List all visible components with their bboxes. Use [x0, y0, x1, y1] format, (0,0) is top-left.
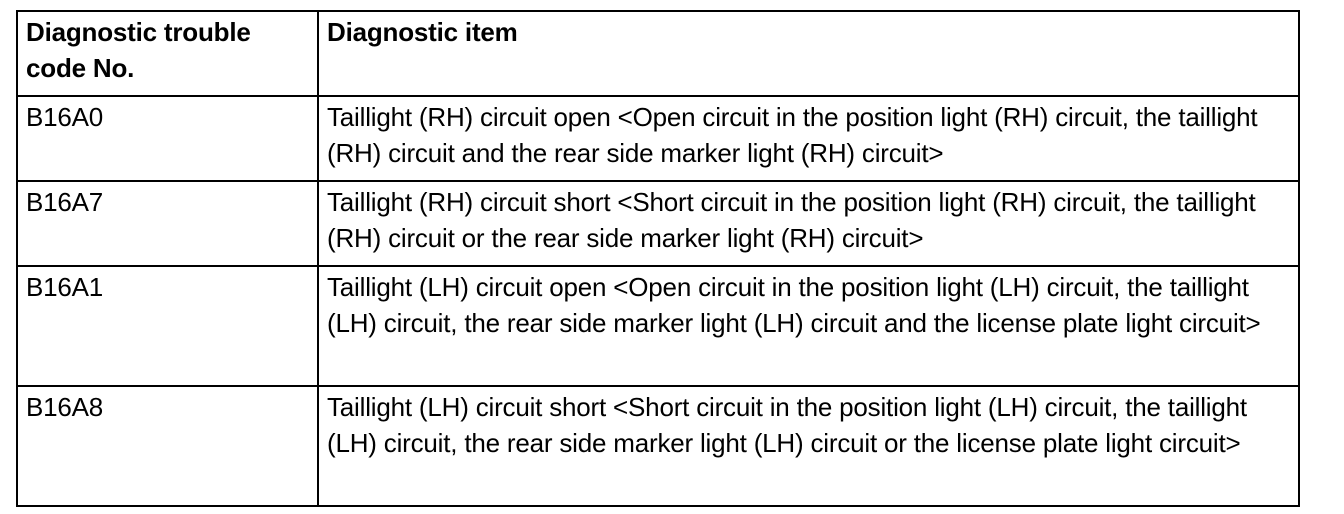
table-row: B16A0 Taillight (RH) circuit open <Open …	[16, 95, 1300, 182]
row-code: B16A8	[16, 385, 319, 507]
header-code: Diagnostic trouble code No.	[16, 10, 319, 97]
row-code: B16A0	[16, 95, 319, 182]
row-item: Taillight (LH) circuit open <Open circui…	[317, 265, 1300, 387]
table-row: B16A7 Taillight (RH) circuit short <Shor…	[16, 180, 1300, 267]
table-row: B16A8 Taillight (LH) circuit short <Shor…	[16, 385, 1300, 507]
header-item: Diagnostic item	[317, 10, 1300, 97]
row-code: B16A1	[16, 265, 319, 387]
row-code: B16A7	[16, 180, 319, 267]
table-row: B16A1 Taillight (LH) circuit open <Open …	[16, 265, 1300, 387]
row-item: Taillight (LH) circuit short <Short circ…	[317, 385, 1300, 507]
diagnostic-code-table: Diagnostic trouble code No. Diagnostic i…	[16, 10, 1300, 507]
row-item: Taillight (RH) circuit open <Open circui…	[317, 95, 1300, 182]
table-header-row: Diagnostic trouble code No. Diagnostic i…	[16, 10, 1300, 97]
row-item: Taillight (RH) circuit short <Short circ…	[317, 180, 1300, 267]
